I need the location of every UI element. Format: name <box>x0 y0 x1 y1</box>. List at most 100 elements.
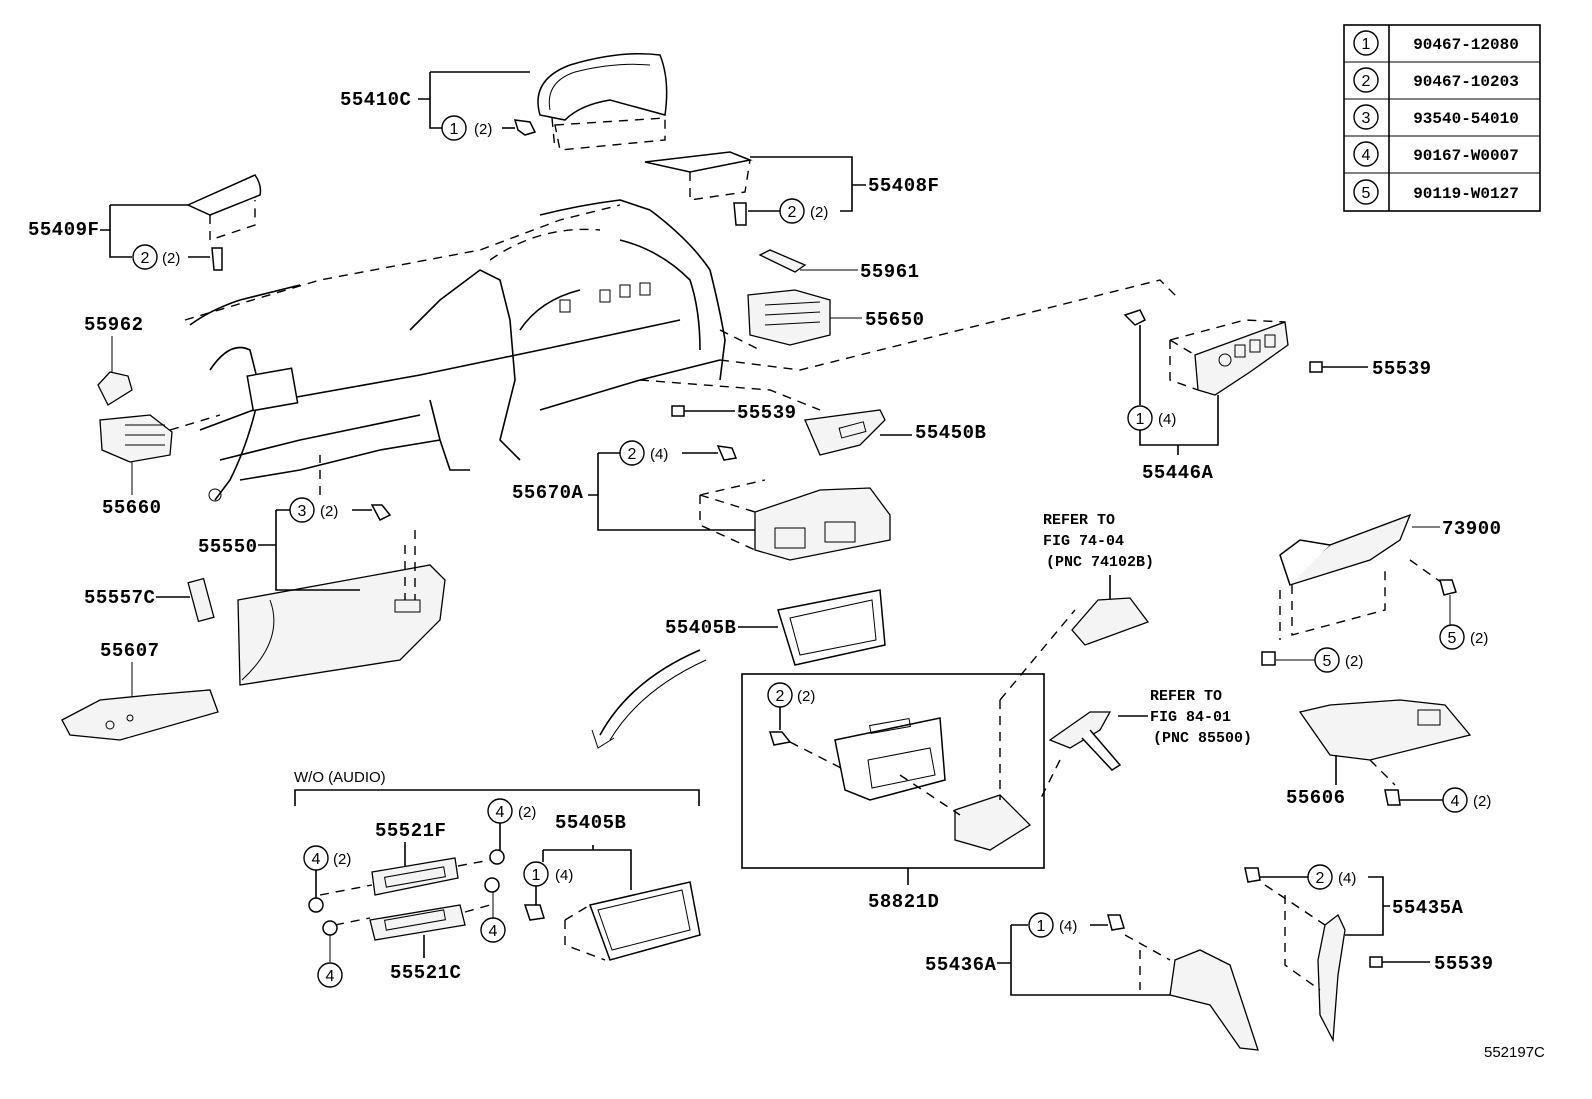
ref-number: 1 <box>532 867 541 884</box>
part-label: 73900 <box>1442 518 1502 540</box>
quantity: (2) <box>333 851 351 868</box>
ref-number: 2 <box>1362 73 1371 90</box>
reference-fig-84-01: REFER TO FIG 84-01 (PNC 85500) <box>1039 688 1252 801</box>
screw-icon <box>1384 789 1401 806</box>
instrument-panel <box>169 199 1181 502</box>
part-55409F: 55409F 2 (2) <box>28 174 262 271</box>
screw-icon <box>1439 579 1457 596</box>
ref-circle <box>289 497 315 523</box>
part-55557C: 55557C <box>84 577 215 623</box>
ref-number: 4 <box>312 851 321 868</box>
part-55539-c: 55539 <box>1369 953 1493 975</box>
part-number: 90467-10203 <box>1413 73 1519 91</box>
clip-icon <box>671 405 685 417</box>
quantity: (4) <box>1158 411 1176 428</box>
ref-circle <box>619 440 645 466</box>
part-55660: 55660 <box>99 414 173 519</box>
part-55539-b: 55539 <box>1309 358 1432 380</box>
part-73900: 73900 5 (2) 5 (2) <box>1261 513 1502 673</box>
clip-icon <box>211 247 223 271</box>
ref-circle <box>1353 179 1379 205</box>
quantity: (2) <box>162 250 180 267</box>
ref-number: 4 <box>1451 793 1460 810</box>
clip-icon <box>1123 309 1147 326</box>
ref-circle <box>1353 30 1379 56</box>
part-55607: 55607 <box>61 640 219 741</box>
quantity: (4) <box>1059 918 1077 935</box>
ref-number: 3 <box>1362 110 1371 127</box>
part-55405B-main: 55405B <box>665 589 886 666</box>
ref-number: 2 <box>141 250 150 267</box>
ref-circle <box>1353 104 1379 130</box>
ref-number: 1 <box>1037 918 1046 935</box>
clip-icon <box>523 904 545 921</box>
part-label: 55961 <box>860 261 920 283</box>
screw-icon <box>484 877 500 893</box>
part-55550: 55550 3 (2) <box>198 455 446 686</box>
part-55446A: 1 (4) 55446A <box>1123 309 1289 484</box>
ref-number: 1 <box>1136 411 1145 428</box>
part-number: 90167-W0007 <box>1413 147 1519 165</box>
ref-circle <box>1307 864 1333 890</box>
section-wo-audio: W/O (AUDIO) 55521F 55521C 4 (2) 4 (2) <box>294 769 701 988</box>
reference-text: REFER TO <box>1150 688 1222 705</box>
ashtray-part <box>1071 597 1150 646</box>
part-label: 55405B <box>665 617 736 639</box>
ref-circle <box>317 962 343 988</box>
part-label: 55521C <box>390 962 461 984</box>
ref-number: 2 <box>1316 870 1325 887</box>
ref-number: 2 <box>776 688 785 705</box>
quantity: (4) <box>1338 870 1356 887</box>
ref-number: 4 <box>326 968 335 985</box>
part-label: 55660 <box>102 497 162 519</box>
part-label: 55410C <box>340 89 411 111</box>
ref-number: 5 <box>1323 653 1332 670</box>
ref-number: 1 <box>1362 36 1371 53</box>
part-label: 58821D <box>868 891 939 913</box>
ref-number: 1 <box>450 121 459 138</box>
part-label: 55409F <box>28 219 99 241</box>
part-label: 55521F <box>375 820 446 842</box>
screw-icon <box>308 897 324 913</box>
part-label: 55539 <box>1372 358 1432 380</box>
part-55521C: 55521C <box>334 904 491 984</box>
reference-text: FIG 84-01 <box>1150 709 1231 726</box>
clip-icon <box>733 202 747 226</box>
screw-icon <box>370 504 392 521</box>
ref-number: 4 <box>1362 147 1371 164</box>
part-55539-a: 55539 <box>671 402 796 424</box>
ref-circle <box>1442 787 1468 813</box>
curved-arrow-icon <box>591 649 707 749</box>
ref-circle <box>441 115 467 141</box>
part-number: 90119-W0127 <box>1413 185 1519 203</box>
part-label: 55606 <box>1286 787 1346 809</box>
screw-icon <box>322 920 338 936</box>
part-label: 55436A <box>925 954 997 976</box>
part-55450B: 55450B <box>804 409 986 456</box>
ref-circle <box>1353 141 1379 167</box>
ref-circle <box>480 917 506 943</box>
reference-text: (PNC 74102B) <box>1046 554 1154 571</box>
quantity: (2) <box>810 204 828 221</box>
table-row: 3 93540-54010 <box>1353 104 1519 130</box>
part-number: 90467-12080 <box>1413 36 1519 54</box>
part-55670A: 55670A 2 (4) <box>512 440 891 561</box>
part-label: 55435A <box>1392 897 1464 919</box>
part-label: 55446A <box>1142 462 1214 484</box>
clip-icon <box>1309 361 1323 373</box>
screw-icon <box>489 849 505 865</box>
ref-circle <box>1353 67 1379 93</box>
clip-icon <box>513 119 537 136</box>
table-row: 5 90119-W0127 <box>1353 179 1519 205</box>
figure-id: 552197C <box>1484 1044 1545 1061</box>
clip-icon <box>1244 867 1261 883</box>
quantity: (2) <box>518 804 536 821</box>
table-row: 4 90167-W0007 <box>1353 141 1519 167</box>
clip-icon <box>768 731 792 746</box>
ref-number: 2 <box>628 446 637 463</box>
part-55435A: 2 (4) 55435A <box>1244 864 1464 1043</box>
ref-number: 4 <box>489 923 498 940</box>
part-number: 93540-54010 <box>1413 110 1519 128</box>
ref-circle <box>1028 912 1054 938</box>
